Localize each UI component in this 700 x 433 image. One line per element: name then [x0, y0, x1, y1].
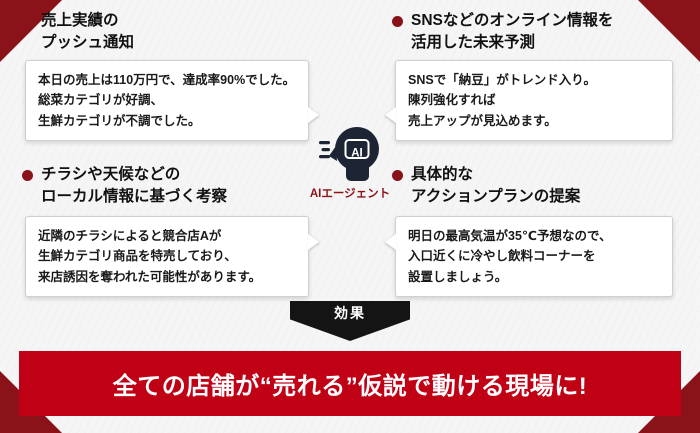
- bubble-tail: [385, 234, 396, 251]
- heading-text: チラシや天候などの ローカル情報に基づく考察: [41, 166, 228, 206]
- bubble-tail: [385, 106, 396, 123]
- bubble-sns-trend: SNSで「納豆」がトレンド入り。 陳列強化すれば 売上アップが見込めます。: [385, 60, 673, 141]
- bullet-icon: [392, 170, 403, 181]
- ai-agent: AI AIエージェント: [308, 126, 392, 201]
- heading-text: SNSなどのオンライン情報を 活用した未来予測: [411, 12, 614, 52]
- bubble-text: 本日の売上は110万円で、達成率90%でした。 総菜カテゴリが好調、 生鮮カテゴ…: [38, 73, 296, 128]
- heading-local-info-analysis: チラシや天候などの ローカル情報に基づく考察: [22, 164, 227, 209]
- bubble-text: 近隣のチラシによると競合店Aが 生鮮カテゴリ商品を特売しており、 来店誘因を奪わ…: [38, 229, 262, 284]
- heading-sales-push-notification: 売上実績の プッシュ通知: [22, 10, 134, 55]
- bullet-icon: [392, 16, 403, 27]
- bubble-text: 明日の最高気温が35℃予想なので、 入口近くに冷やし飲料コーナーを 設置しましょ…: [408, 229, 612, 284]
- ai-icon-text: AI: [351, 148, 363, 160]
- corner-decoration-top-right: [638, 0, 700, 62]
- conclusion-banner: 全ての店舗が“売れる”仮説で動ける現場に!: [19, 351, 681, 416]
- bubble-action-suggestion: 明日の最高気温が35℃予想なので、 入口近くに冷やし飲料コーナーを 設置しましょ…: [385, 216, 673, 297]
- bubble-competitor-flyer: 近隣のチラシによると競合店Aが 生鮮カテゴリ商品を特売しており、 来店誘因を奪わ…: [25, 216, 319, 297]
- heading-sns-future-forecast: SNSなどのオンライン情報を 活用した未来予測: [392, 10, 613, 55]
- conclusion-text: 全ての店舗が“売れる”仮説で動ける現場に!: [112, 373, 588, 400]
- bubble-text: SNSで「納豆」がトレンド入り。 陳列強化すれば 売上アップが見込めます。: [408, 73, 596, 128]
- bubble-tail: [308, 234, 319, 251]
- ai-agent-label: AIエージェント: [309, 188, 391, 200]
- ai-agent-icon: AI: [319, 127, 379, 181]
- effect-arrow: 効果: [290, 301, 410, 341]
- effect-label: 効果: [334, 305, 366, 321]
- heading-action-plan-proposal: 具体的な アクションプランの提案: [392, 164, 580, 209]
- bullet-icon: [22, 170, 33, 181]
- bubble-sales-report: 本日の売上は110万円で、達成率90%でした。 総菜カテゴリが好調、 生鮮カテゴ…: [25, 60, 319, 141]
- bubble-tail: [308, 106, 319, 123]
- bullet-icon: [22, 16, 33, 27]
- heading-text: 具体的な アクションプランの提案: [411, 166, 581, 206]
- heading-text: 売上実績の プッシュ通知: [41, 12, 135, 52]
